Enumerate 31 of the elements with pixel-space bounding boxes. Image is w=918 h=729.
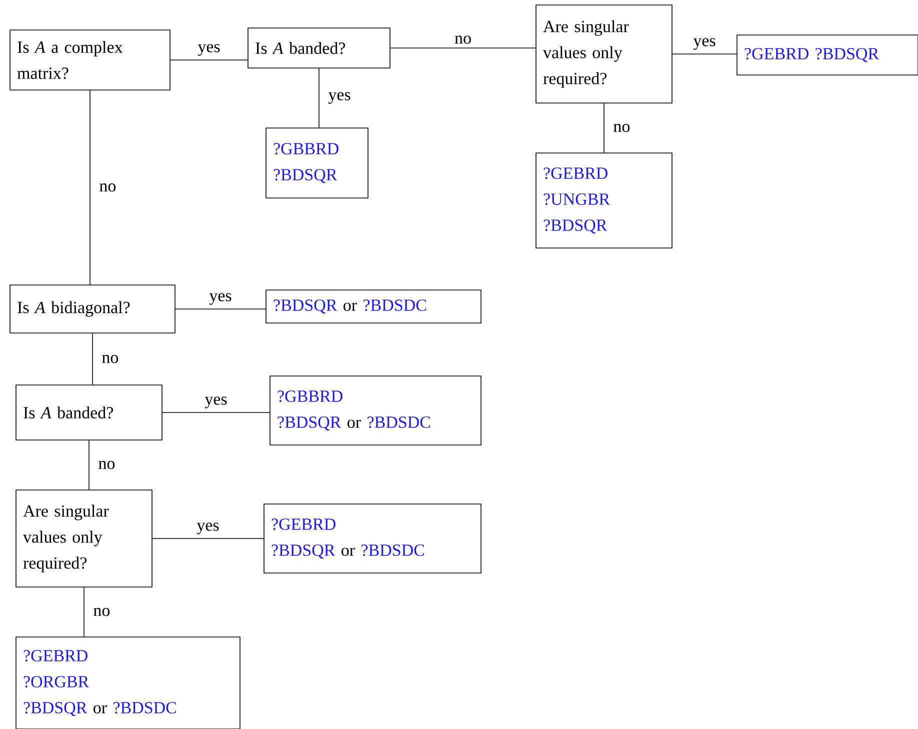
edge-label: yes: [196, 522, 219, 534]
result-box: ?GBBRD ?BDSQR: [266, 128, 368, 198]
decision-box: Is A banded?: [248, 28, 390, 68]
edge-label: yes: [693, 38, 716, 50]
edge-label: no: [98, 460, 115, 470]
decision-box: Is A banded?: [16, 384, 162, 440]
edge-label: yes: [198, 44, 220, 56]
decision-box: Are singular values only required?: [16, 490, 152, 588]
connector-line: [175, 308, 266, 310]
connector-line: [152, 538, 264, 539]
result-box: ?GEBRD ?ORGBR ?BDSQR or ?BDSDC: [16, 636, 240, 729]
edge-label: yes: [328, 92, 350, 104]
edge-label: no: [102, 354, 118, 364]
result-box: ?GEBRD ?BDSQR: [736, 34, 918, 76]
result-box: ?BDSQR or ?BDSDC: [266, 290, 482, 324]
result-box: ?GBBRD ?BDSQR or ?BDSDC: [270, 376, 482, 446]
edge-label: no: [100, 183, 116, 192]
connector-line: [92, 333, 93, 385]
result-box: ?GEBRD ?UNGBR ?BDSQR: [536, 152, 672, 248]
result-box: ?GEBRD ?BDSQR or ?BDSDC: [264, 504, 482, 574]
connector-line: [88, 440, 90, 490]
decision-box: Are singular values only required?: [536, 4, 672, 104]
connector-line: [162, 412, 270, 413]
edge-label: no: [94, 608, 110, 616]
connector-line: [318, 68, 320, 128]
edge-label: no: [454, 36, 471, 44]
decision-box: Is A a complex matrix?: [10, 30, 170, 90]
decision-box: Is A bidiagonal?: [10, 284, 176, 334]
edge-label: yes: [209, 293, 232, 305]
edge-label: yes: [204, 396, 227, 408]
edge-label: no: [614, 124, 630, 132]
